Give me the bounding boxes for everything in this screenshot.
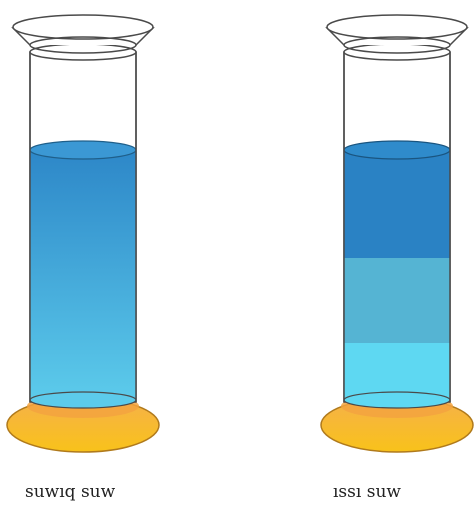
- hot-water-cylinder: [321, 15, 473, 452]
- right-rim: [327, 15, 467, 39]
- right-liquid-surface: [344, 141, 450, 159]
- hot-water-caption: ıssı suw: [333, 482, 401, 502]
- left-rim: [13, 15, 153, 39]
- right-liquid-mid-band: [344, 258, 450, 344]
- left-liquid: [30, 150, 136, 400]
- right-liquid-bottom: [344, 392, 450, 408]
- right-liquid-top-band: [344, 150, 450, 260]
- left-neck: [30, 44, 136, 60]
- cold-water-caption: suwıq suw: [25, 482, 115, 502]
- cold-water-cylinder: [7, 15, 159, 452]
- left-liquid-surface: [30, 141, 136, 159]
- left-liquid-bottom: [30, 392, 136, 408]
- right-neck: [344, 44, 450, 60]
